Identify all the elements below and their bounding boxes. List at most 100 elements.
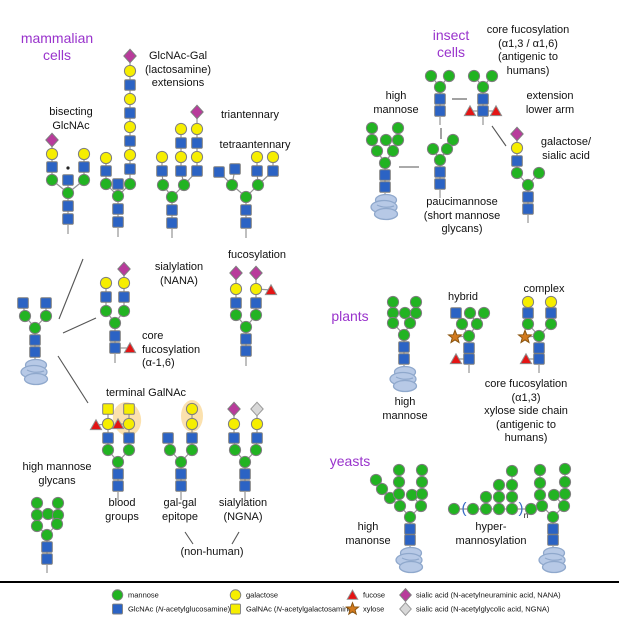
glycan-structure-plants-complex [517,295,558,373]
sialic-nana-icon [123,48,137,64]
mannose-icon [239,320,253,334]
legend-item-glc: GlcNAc (N-acetylglucosamine) [110,602,230,617]
legend-item-ngna: sialic acid (N-acetylglycolic acid, NGNA… [398,601,549,617]
sialic-nana-icon [190,104,204,120]
legend-item-fuc: fucose [345,588,385,603]
mannose-icon [392,475,406,489]
bracket-open: ( [462,500,467,517]
glcnac-icon [41,541,53,553]
legend-item-gal: galactose [228,588,278,603]
glcnac-icon [62,174,74,186]
mannose-icon [117,304,131,318]
glcnac-icon [230,297,242,309]
connector-line [58,258,84,320]
mannose-icon [108,316,122,330]
galactose-icon [99,276,113,290]
sialic-nana-icon [510,126,524,142]
label-sialylation-nana: sialylation (NANA) [154,261,204,287]
galactose-icon [521,295,535,309]
glcnac-icon [522,191,534,203]
glcnac-icon [112,216,124,228]
glcnac-icon [239,468,251,480]
glcnac-icon [250,297,262,309]
legend-item-label: galactose [246,590,279,600]
mannose-icon [123,177,137,191]
mannose-icon [505,464,519,478]
galactose-icon [266,150,280,164]
glycan-structure-yeast-high-manonse [369,463,429,574]
mannose-icon [433,153,447,167]
galactose-icon [77,147,91,161]
glycan-structure-paucimannose [426,133,460,198]
glcnac-icon [404,534,416,546]
glycan-structure-sialylation-nana [99,261,137,363]
mannose-icon [61,186,75,200]
glcnac-icon [545,307,557,319]
mannose-icon [442,69,456,83]
mannose-icon [403,510,417,524]
glycan-structure-core-glycan [17,297,53,386]
legend-item-label: GalNAc (N-acetylgalactosamine) [246,604,355,614]
dot-icon [66,166,70,170]
mannose-icon [466,502,480,516]
glcnac-icon [213,166,225,178]
glcnac-icon [166,204,178,216]
connector-lines [57,98,507,545]
galactose-icon [190,150,204,164]
glcnac-icon [511,155,523,167]
label-complex: complex [523,283,565,295]
galactose-icon [123,120,137,134]
mannose-icon [365,133,379,147]
mannose-icon [393,499,407,513]
label-terminal-galnac: terminal GalNAc [105,387,187,399]
mannose-icon [492,490,506,504]
mannose-icon [544,317,558,331]
label-paucimannose: paucimannose (short mannose glycans) [423,196,501,235]
fucose-icon [449,352,463,365]
mannose-icon [386,295,400,309]
mannose-icon [446,133,460,147]
glycan-structure-triantennary [155,104,204,238]
mannose-icon [479,490,493,504]
glcnac-icon [229,163,241,175]
mannose-icon [521,317,535,331]
glcnac-icon [109,330,121,342]
mannose-icon [379,133,393,147]
fucose-icon [346,589,359,600]
protein-icon [389,365,418,393]
glcnac-icon [162,432,174,444]
galactose-icon [174,122,188,136]
glycan-structure-bisecting-glcnac [45,132,91,234]
glcnac-icon [166,217,178,229]
mannose-icon [505,490,519,504]
legend-item-galnac: GalNAc (N-acetylgalactosamine) [228,602,355,617]
connector-line [491,125,507,147]
galactose-icon [174,150,188,164]
mannose-icon [77,173,91,187]
glcnac-icon [463,353,475,365]
mannose-icon [28,321,42,335]
mannose-icon [30,496,44,510]
label-extension-lower-arm: extension lower arm [525,90,575,116]
mannose-icon [30,519,44,533]
mannose-icon [462,329,476,343]
label-tetraantennary: tetraantennary [219,139,291,151]
glycan-structure-insect-high-mannose [365,121,405,221]
glycan-structure-blood-groups [89,402,142,500]
mannose-icon [433,80,447,94]
mannose-icon [424,69,438,83]
glcnac-icon [62,213,74,225]
glcnac-icon [112,178,124,190]
glycan-structure-sialylation-ngna [227,401,264,500]
mannose-icon [409,295,423,309]
glcnac-icon [156,165,168,177]
glycan-structure-insect-upper [424,69,456,125]
mannose-icon [492,502,506,516]
glcnac-icon [112,468,124,480]
glcnac-icon [191,165,203,177]
galactose-icon [229,589,242,601]
glcnac-icon [533,342,545,354]
glcnac-icon [29,334,41,346]
label-core-fucosylation-a16: core fucosylation (α-1,6) [142,330,201,369]
